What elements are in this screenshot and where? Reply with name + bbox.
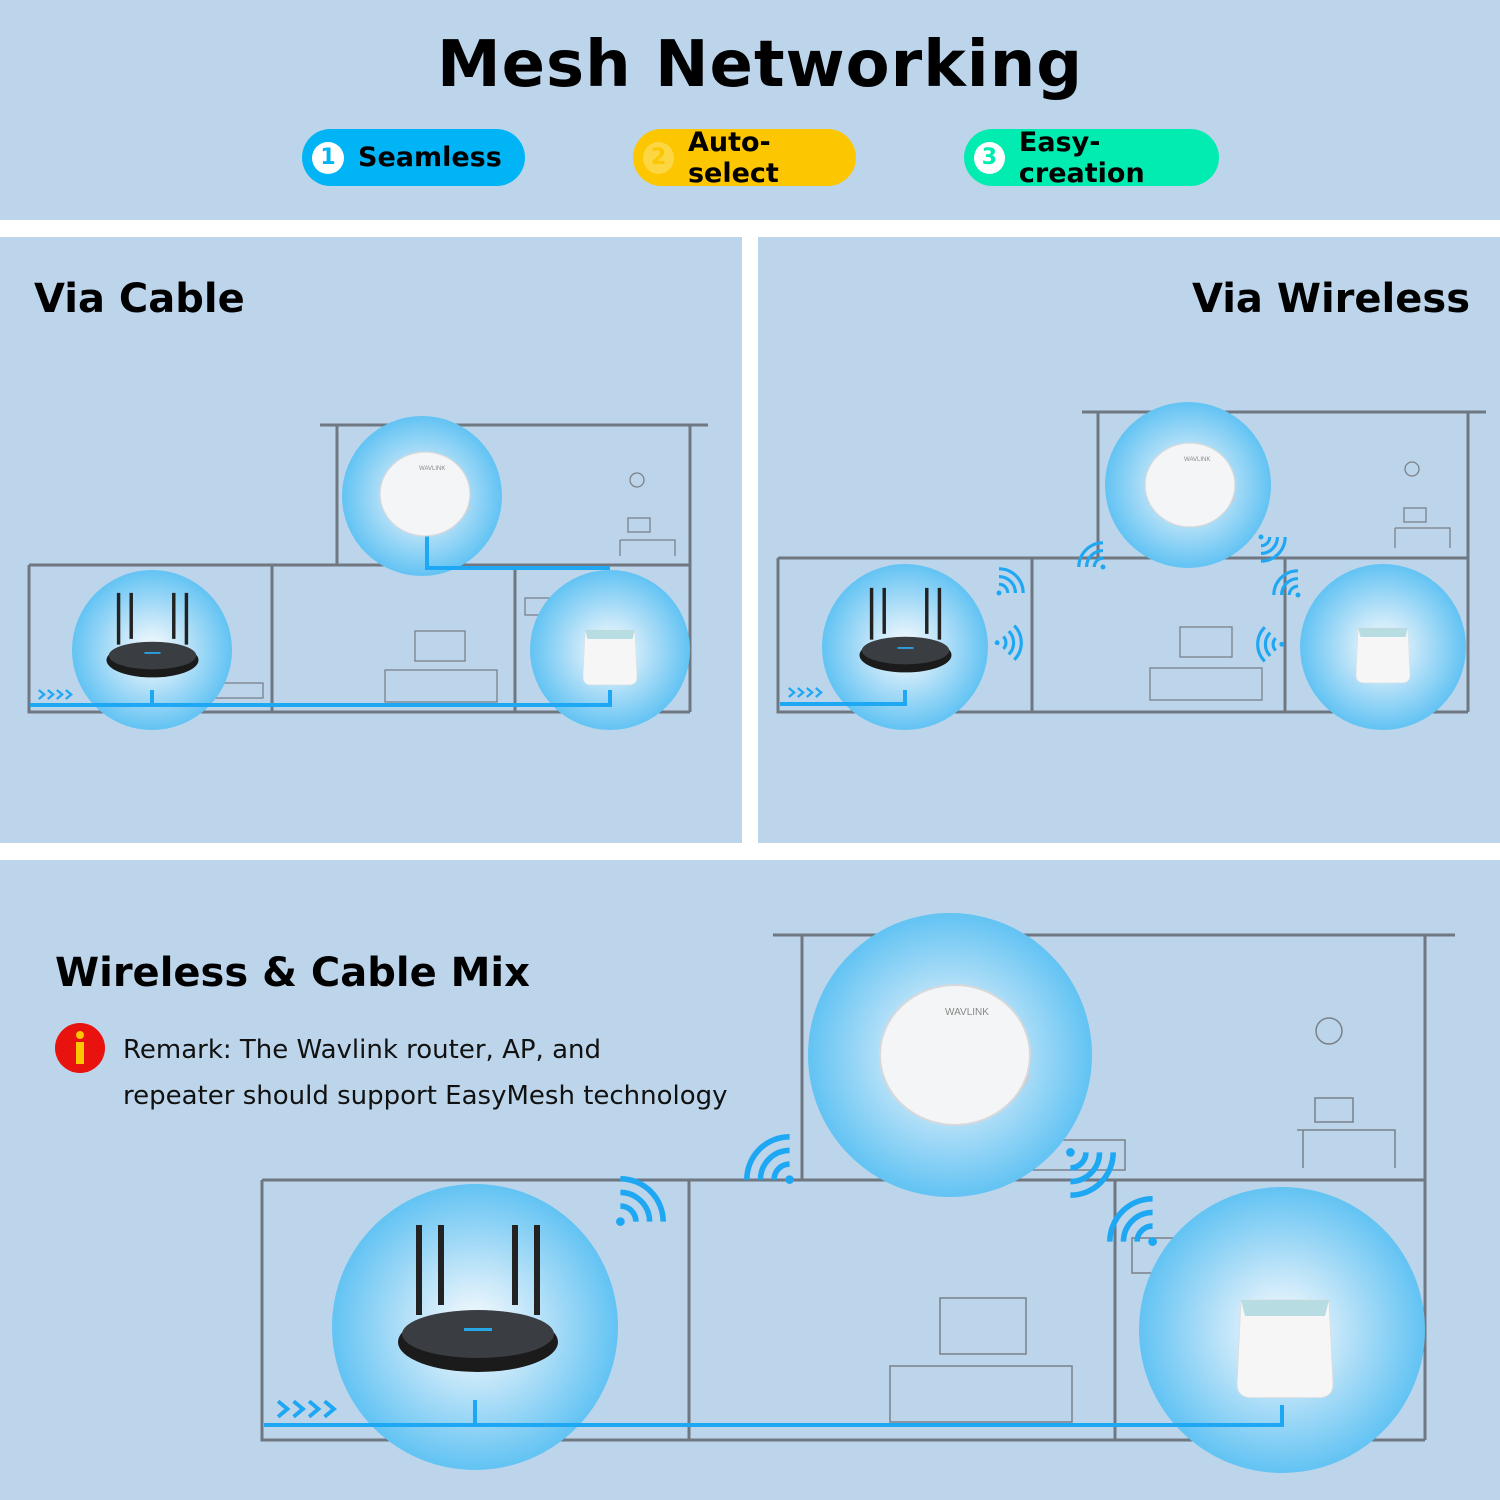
repeater-icon [1236, 1299, 1334, 1398]
repeater-icon [1355, 627, 1411, 684]
repeater-icon [582, 629, 638, 686]
via-cable-diagram [27, 423, 708, 714]
cable-lines [30, 535, 612, 707]
divider-vertical [742, 237, 758, 843]
cable-line [264, 1400, 1284, 1427]
remark-line-2: repeater should support EasyMesh technol… [123, 1081, 728, 1111]
divider-top [0, 220, 1500, 237]
remark-line-1: Remark: The Wavlink router, AP, and [123, 1035, 601, 1065]
feature-label: Auto-select [687, 126, 779, 189]
remark-text: Remark: The Wavlink router, AP, and repe… [123, 1027, 728, 1119]
number-2-icon: 2 [643, 141, 674, 174]
feature-label: Easy-creation [1018, 126, 1145, 189]
heading-mix: Wireless & Cable Mix [55, 950, 530, 996]
feature-badge-auto-select: 2 Auto-select [633, 126, 856, 189]
arrow-chevrons-icon [37, 688, 73, 701]
access-point-icon [878, 983, 1032, 1127]
cable-line [780, 690, 907, 706]
arrow-chevrons-icon [276, 1399, 336, 1419]
feature-label: Seamless [358, 142, 502, 173]
feature-badge-seamless: 1 Seamless [302, 129, 525, 186]
access-point-icon [379, 451, 472, 537]
heading-via-cable: Via Cable [34, 276, 245, 322]
via-wireless-diagram [776, 410, 1486, 714]
heading-via-wireless: Via Wireless [1191, 276, 1470, 322]
divider-middle [0, 843, 1500, 860]
page-title: Mesh Networking [436, 28, 1084, 102]
number-1-icon: 1 [312, 141, 344, 174]
info-icon [55, 1023, 105, 1073]
number-3-icon: 3 [974, 141, 1005, 174]
access-point-icon [1144, 442, 1237, 528]
mix-diagram [260, 933, 1455, 1442]
feature-badge-easy-creation: 3 Easy-creation [964, 126, 1219, 189]
arrow-chevrons-icon [787, 686, 823, 699]
